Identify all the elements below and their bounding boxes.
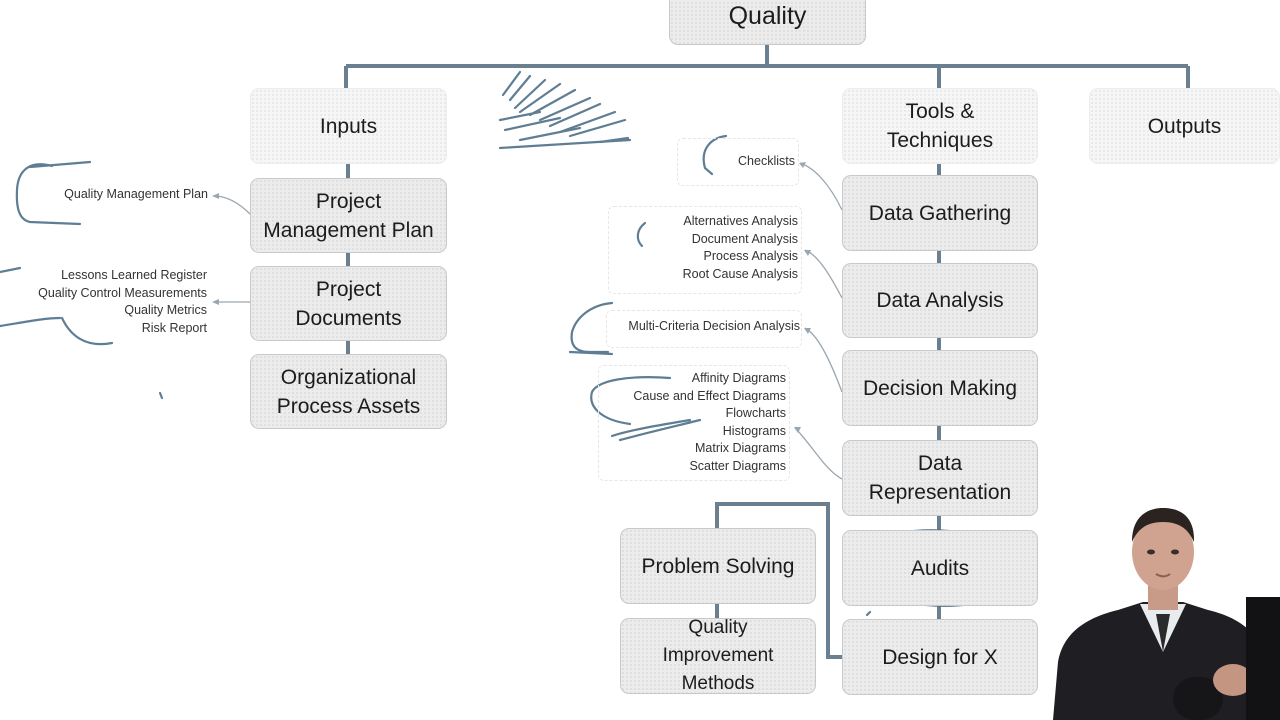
detail-frame xyxy=(608,206,802,294)
tool-label: Decision Making xyxy=(862,376,1018,400)
tool-label: Design for X xyxy=(882,645,998,669)
inputs-label: Inputs xyxy=(319,114,378,138)
detail-item: Matrix Diagrams xyxy=(695,441,786,455)
detail-item: Lessons Learned Register xyxy=(61,268,207,282)
presenter-image xyxy=(1048,502,1280,720)
detail-list-project-documents: Lessons Learned Register Quality Control… xyxy=(0,267,207,337)
input-organizational-process-assets: Organizational Process Assets xyxy=(250,354,447,429)
input-label: Organizational Process Assets xyxy=(276,365,421,418)
detail-item: Quality Management Plan xyxy=(64,187,208,201)
tool-audits: Audits xyxy=(842,530,1038,606)
tool-data-analysis: Data Analysis xyxy=(842,263,1038,338)
title-box: Quality xyxy=(669,0,866,45)
detail-item: Cause and Effect Diagrams xyxy=(633,388,786,403)
tool-decision-making: Decision Making xyxy=(842,350,1038,426)
detail-item: Quality Metrics xyxy=(124,303,207,317)
outputs-header: Outputs xyxy=(1089,88,1280,164)
detail-item: Scatter Diagrams xyxy=(689,458,786,473)
detail-item: Quality Control Measurements xyxy=(38,285,207,300)
tool-data-representation: Data Representation xyxy=(842,440,1038,516)
outputs-label: Outputs xyxy=(1147,114,1222,138)
tool-label: Problem Solving xyxy=(641,554,795,578)
tool-design-for-x: Design for X xyxy=(842,619,1038,695)
diagram-title: Quality xyxy=(728,2,807,30)
detail-list-data-gathering: Checklists xyxy=(680,153,795,171)
input-label: Project Documents xyxy=(295,277,402,330)
detail-item: Histograms xyxy=(722,423,786,438)
tool-label: Audits xyxy=(910,556,970,580)
tools-header: Tools & Techniques xyxy=(842,88,1038,164)
detail-item: Affinity Diagrams xyxy=(691,371,786,385)
detail-item: Multi-Criteria Decision Analysis xyxy=(628,319,800,333)
detail-item: Risk Report xyxy=(141,320,207,335)
detail-item: Flowcharts xyxy=(725,406,786,420)
detail-list-data-analysis: Alternatives Analysis Document Analysis … xyxy=(610,213,798,283)
detail-frame xyxy=(606,310,802,348)
tool-label: Data Gathering xyxy=(868,201,1012,225)
detail-list-project-management-plan: Quality Management Plan xyxy=(20,186,208,204)
detail-frame xyxy=(677,138,799,186)
inputs-header: Inputs xyxy=(250,88,447,164)
detail-item: Process Analysis xyxy=(703,249,798,263)
tool-label: Data Analysis xyxy=(876,289,1004,312)
tool-data-gathering: Data Gathering xyxy=(842,175,1038,251)
input-project-management-plan: Project Management Plan xyxy=(250,178,447,253)
input-project-documents: Project Documents xyxy=(250,266,447,341)
tool-label: Quality Improvement Methods xyxy=(662,617,774,694)
detail-list-data-representation: Affinity Diagrams Cause and Effect Diagr… xyxy=(600,370,786,475)
detail-frame xyxy=(598,365,790,481)
detail-list-decision-making: Multi-Criteria Decision Analysis xyxy=(608,318,800,336)
detail-item: Checklists xyxy=(738,154,795,168)
tool-label: Data Representation xyxy=(868,452,1012,504)
presenter-video xyxy=(1048,502,1280,720)
tools-label: Tools & Techniques xyxy=(886,100,994,152)
detail-item: Root Cause Analysis xyxy=(682,266,798,281)
tool-quality-improvement-methods: Quality Improvement Methods xyxy=(620,617,816,694)
input-label: Project Management Plan xyxy=(263,189,434,242)
detail-item: Document Analysis xyxy=(691,231,798,246)
tool-problem-solving: Problem Solving xyxy=(620,528,816,604)
detail-item: Alternatives Analysis xyxy=(683,214,798,228)
